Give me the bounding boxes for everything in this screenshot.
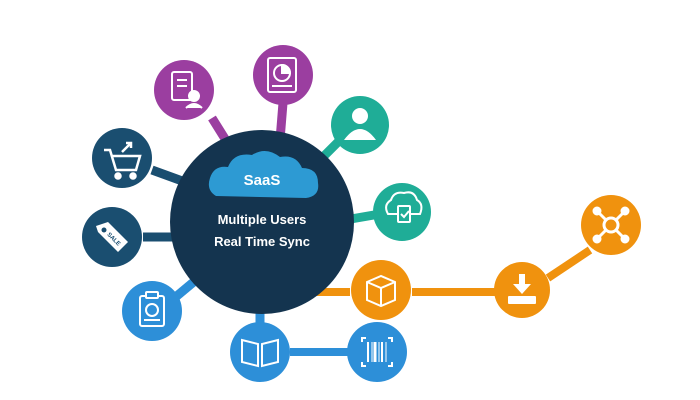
node-network[interactable]	[581, 195, 641, 255]
node-book[interactable]	[230, 322, 290, 382]
package-box-icon	[366, 274, 396, 308]
node-invoice[interactable]	[122, 281, 182, 341]
shopping-cart-icon	[104, 141, 142, 180]
node-cloud-checklist[interactable]	[373, 183, 431, 241]
connectors	[143, 102, 593, 356]
open-book-icon	[241, 338, 279, 368]
connector-cart	[150, 165, 187, 187]
saas-cloud-icon	[208, 150, 319, 198]
cloud-checklist-icon	[385, 191, 423, 223]
hub-cloud-label: SaaS	[244, 172, 281, 189]
node-user[interactable]	[331, 96, 389, 154]
node-cart[interactable]	[92, 128, 152, 188]
node-sale[interactable]: SALE	[82, 207, 142, 267]
network-hub-icon	[592, 206, 630, 244]
hub-line-2: Real Time Sync	[214, 234, 310, 249]
barcode-scanner-icon	[361, 337, 393, 367]
dollar-clipboard-icon	[139, 291, 165, 327]
report-document-icon	[171, 71, 203, 109]
node-report[interactable]	[154, 60, 214, 120]
node-chart-report[interactable]	[253, 45, 313, 105]
node-box[interactable]	[351, 260, 411, 320]
hub-line-1: Multiple Users	[218, 212, 307, 227]
pie-chart-report-icon	[267, 57, 297, 93]
node-barcode[interactable]	[347, 322, 407, 382]
download-tray-icon	[508, 274, 536, 304]
saas-hub: SaaS Multiple Users Real Time Sync	[170, 130, 354, 314]
user-profile-icon	[344, 108, 376, 140]
node-download[interactable]	[494, 262, 550, 318]
